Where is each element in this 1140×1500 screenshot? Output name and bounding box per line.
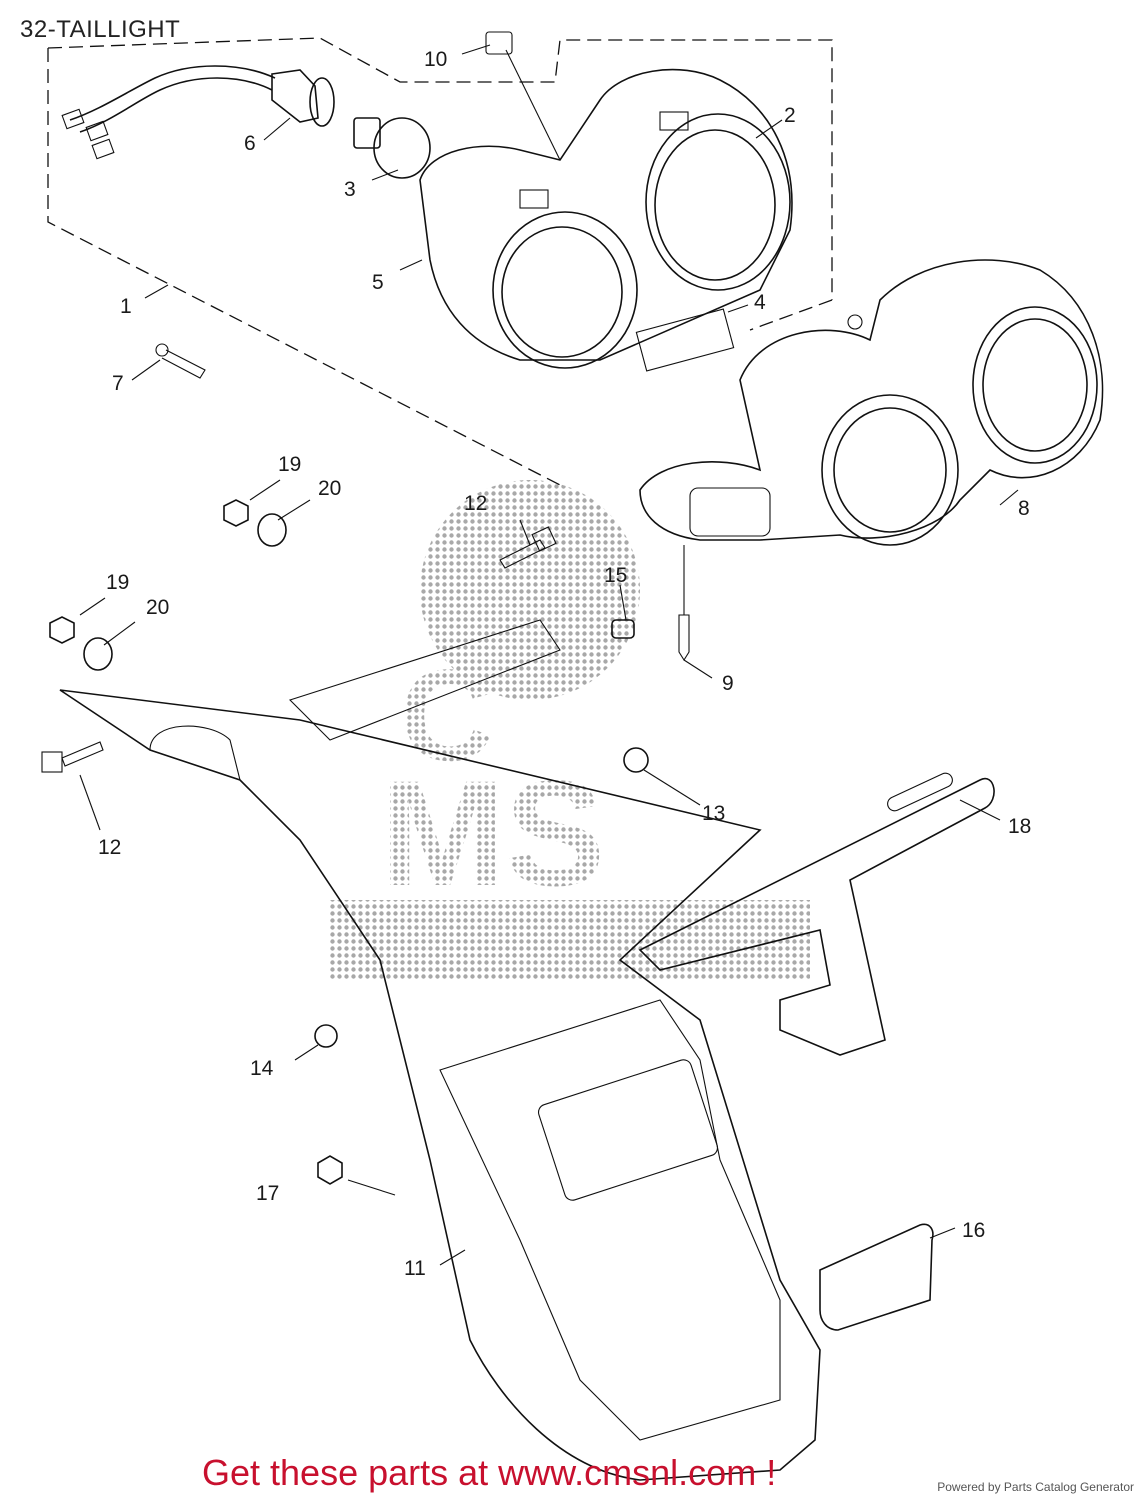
callout-5: 5 xyxy=(372,271,384,294)
assembly-boundary xyxy=(47,37,833,486)
callout-20-upper: 20 xyxy=(318,477,341,500)
clip xyxy=(485,31,513,55)
license-light xyxy=(537,1059,934,1331)
callout-19-upper: 19 xyxy=(278,453,301,476)
callout-19-lower: 19 xyxy=(106,571,129,594)
promo-link[interactable]: Get these parts at www.cmsnl.com ! xyxy=(202,1452,777,1493)
bolt-12-upper xyxy=(499,526,557,569)
diagram-title: 32-TAILLIGHT xyxy=(20,16,181,43)
bolt-12-lower xyxy=(41,741,104,773)
callout-18: 18 xyxy=(1008,815,1031,838)
svg-text:C: C xyxy=(400,642,494,788)
callout-1: 1 xyxy=(120,295,132,318)
nut-washer-lower xyxy=(49,616,113,671)
callout-12-lower: 12 xyxy=(98,836,121,859)
watermark-logo: MS C xyxy=(330,480,810,980)
taillight-lens-assembly xyxy=(419,68,793,369)
powered-by-credit: Powered by Parts Catalog Generator xyxy=(937,1480,1134,1494)
collar-14 xyxy=(314,1024,338,1048)
callout-10: 10 xyxy=(424,48,447,71)
callout-17: 17 xyxy=(256,1182,279,1205)
rear-fender xyxy=(59,619,821,1481)
callout-4: 4 xyxy=(754,291,766,314)
taillight-housing xyxy=(639,259,1104,546)
callout-7: 7 xyxy=(112,372,124,395)
leader-lines xyxy=(79,44,1019,1266)
callout-14: 14 xyxy=(250,1057,274,1080)
reflector-label xyxy=(635,308,735,372)
nut-washer-upper xyxy=(223,499,287,547)
callout-9: 9 xyxy=(722,672,734,695)
grommet-13 xyxy=(623,747,649,773)
nut-17 xyxy=(317,1155,343,1185)
callout-3: 3 xyxy=(344,178,356,201)
bracket-18 xyxy=(638,772,995,1056)
callout-2: 2 xyxy=(784,104,796,127)
callout-8: 8 xyxy=(1018,497,1030,520)
callout-12-upper: 12 xyxy=(464,492,487,515)
callout-15: 15 xyxy=(604,564,627,587)
callout-13: 13 xyxy=(702,802,725,825)
callout-16: 16 xyxy=(962,1219,985,1242)
svg-text:MS: MS xyxy=(380,749,605,917)
bulb xyxy=(353,117,431,179)
screw-9 xyxy=(678,545,690,662)
callout-6: 6 xyxy=(244,132,256,155)
callout-11: 11 xyxy=(404,1257,426,1280)
socket-harness xyxy=(61,65,335,160)
nut-15 xyxy=(611,619,635,639)
callout-20-lower: 20 xyxy=(146,596,169,619)
screw-7 xyxy=(155,343,206,379)
